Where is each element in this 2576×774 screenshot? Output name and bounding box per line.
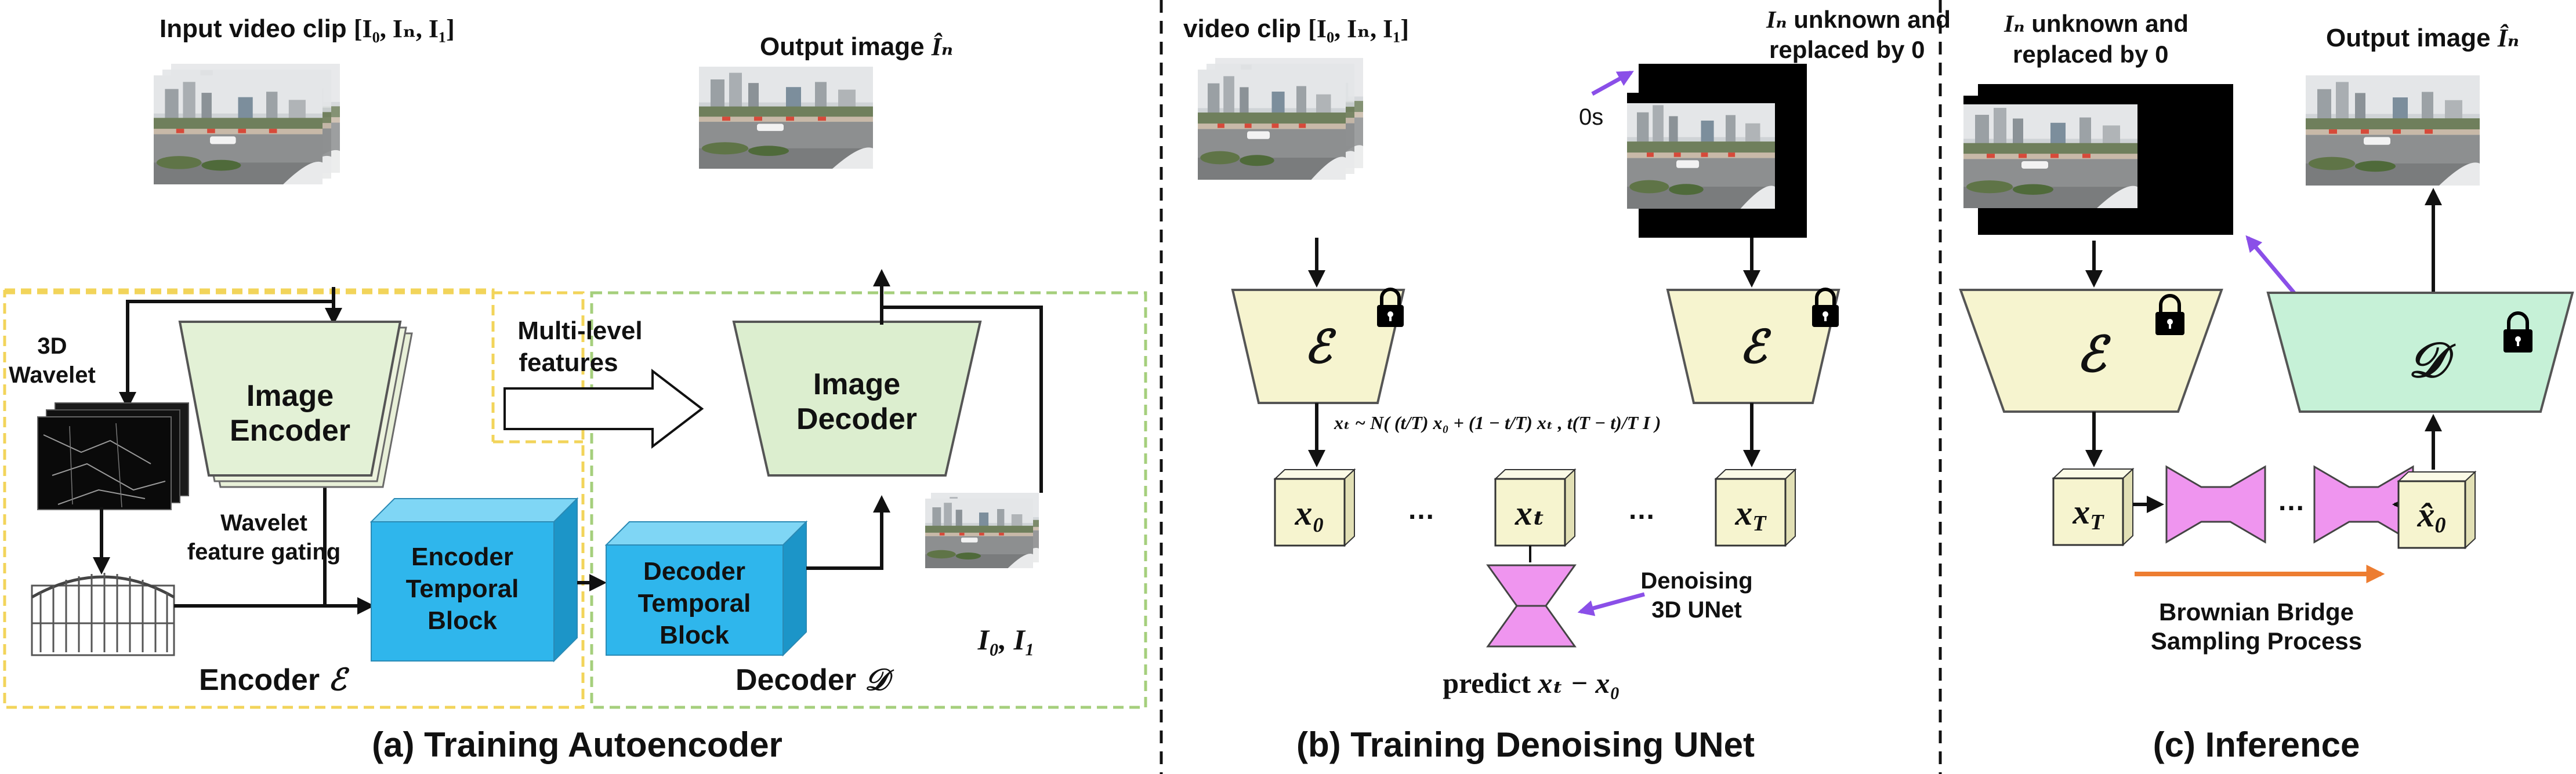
output-image-title: Output image Îₙ <box>760 32 953 61</box>
caption-c: (c) Inference <box>2153 725 2360 764</box>
unet-c-1 <box>2165 465 2266 544</box>
wavelet-image-stack <box>37 402 189 510</box>
lock-icon <box>1377 288 1404 327</box>
panel-c: Iₙ unknown and replaced by 0 0s Output i… <box>1959 10 2574 764</box>
process-label-line2: Sampling Process <box>2151 627 2362 655</box>
panel-b: video clip [I₀, Iₙ, I₁] Iₙ unknown and r… <box>1183 6 1951 764</box>
output-image-title-c: Output image Îₙ <box>2326 24 2519 52</box>
enc-tb-line1: Encoder <box>411 543 513 571</box>
panel-a: Input video clip [I₀, Iₙ, I₁] Output ima… <box>3 14 1147 764</box>
gating-label-line1: Wavelet <box>220 510 307 536</box>
encoder-temporal-block: Encoder Temporal Block <box>369 497 579 663</box>
image-decoder-label-line1: Image <box>813 368 900 401</box>
multilevel-arrow <box>503 368 704 449</box>
caption-a: (a) Training Autoencoder <box>372 725 782 764</box>
dec-tb-line2: Temporal <box>638 589 751 617</box>
latent-xt-b-label: xₜ <box>1515 494 1545 532</box>
latent-x0-b-label: x₀ <box>1295 494 1325 533</box>
latent-xt-b: xₜ <box>1494 468 1577 547</box>
masked-clip-stack-b <box>1627 64 1807 238</box>
latent-x0hat-c: x̂0 <box>2397 470 2477 550</box>
caption-b: (b) Training Denoising UNet <box>1296 725 1755 764</box>
enc-tb-line3: Block <box>427 606 497 635</box>
output-image <box>699 67 873 169</box>
dots-b-2: … <box>1628 495 1655 525</box>
unknown-label-c-line2: replaced by 0 <box>2013 41 2168 68</box>
multilevel-label-line1: Multi-level <box>517 317 642 345</box>
gating-label-line2: feature gating <box>187 539 340 565</box>
lock-icon <box>1812 288 1839 327</box>
predict-label: predict xₜ − x₀ <box>1443 667 1620 699</box>
lock-icon <box>2155 294 2184 335</box>
encoder-b-right-symbol: ℰ <box>1739 321 1771 373</box>
dec-tb-line3: Block <box>660 621 729 649</box>
gate-icon <box>31 573 175 656</box>
clip-title-b: video clip [I₀, Iₙ, I₁] <box>1183 14 1409 43</box>
decoder-label: Decoder 𝒟 <box>736 662 894 697</box>
encoder-label: Encoder ℰ <box>199 662 350 697</box>
output-image-c <box>2306 75 2480 186</box>
dots-b-1: … <box>1407 495 1435 525</box>
encoder-c-symbol: ℰ <box>2077 325 2111 383</box>
wavelet-label: Wavelet <box>9 362 96 388</box>
reference-frames-label: I₀, I₁ <box>977 623 1035 656</box>
wavelet-label-3d: 3D <box>37 333 67 359</box>
unknown-label-b-line1: Iₙ unknown and <box>1766 6 1951 34</box>
decoder-dashed-region <box>590 291 1147 709</box>
denoise-label-line2: 3D UNet <box>1651 597 1742 623</box>
encoder-b-left: ℰ <box>1231 288 1405 404</box>
latent-xT-c-label: xT <box>2072 493 2104 535</box>
image-decoder: Image Decoder <box>732 321 982 477</box>
image-encoder: Image Encoder <box>178 321 413 488</box>
latent-xT-b: xT <box>1714 468 1797 547</box>
bridge-formula: xₜ ~ N( (t/T) x₀ + (1 − t/T) xₜ , t(T − … <box>1334 412 1661 433</box>
encoder-b-left-symbol: ℰ <box>1304 321 1336 373</box>
encoder-c: ℰ <box>1959 289 2223 413</box>
latent-x0-b: x₀ <box>1273 468 1356 547</box>
image-decoder-label-line2: Decoder <box>796 402 917 436</box>
input-clip-title: Input video clip [I₀, Iₙ, I₁] <box>160 14 455 43</box>
decoder-temporal-block: Decoder Temporal Block <box>604 520 808 657</box>
denoising-unet-b <box>1486 564 1577 648</box>
image-encoder-label-line2: Encoder <box>230 414 350 448</box>
masked-clip-stack-c <box>1963 84 2233 235</box>
unknown-label-b-line2: replaced by 0 <box>1769 36 1925 63</box>
video-clip-stack-b <box>1198 58 1363 180</box>
zero-label-b: 0s <box>1579 104 1603 130</box>
dec-tb-line1: Decoder <box>643 557 745 586</box>
latent-x0hat-c-label: x̂0 <box>2417 496 2446 537</box>
denoise-label-line1: Denoising <box>1640 568 1752 594</box>
enc-tb-line2: Temporal <box>406 575 519 603</box>
input-video-clip-stack <box>154 64 340 184</box>
dots-c: … <box>2277 486 2305 517</box>
decoder-c: 𝒟 <box>2266 292 2574 413</box>
encoder-b-right: ℰ <box>1666 288 1840 404</box>
latent-xT-b-label: xT <box>1734 494 1767 536</box>
multilevel-label-line2: features <box>519 348 618 377</box>
process-label-line1: Brownian Bridge <box>2159 598 2354 626</box>
lock-icon <box>2503 311 2532 353</box>
latent-xT-c: xT <box>2052 467 2135 547</box>
reference-frames-stack <box>925 493 1039 568</box>
encoder-dashed-region <box>3 291 585 709</box>
image-encoder-label-line1: Image <box>247 379 334 413</box>
unknown-label-c-line1: Iₙ unknown and <box>2003 10 2189 38</box>
